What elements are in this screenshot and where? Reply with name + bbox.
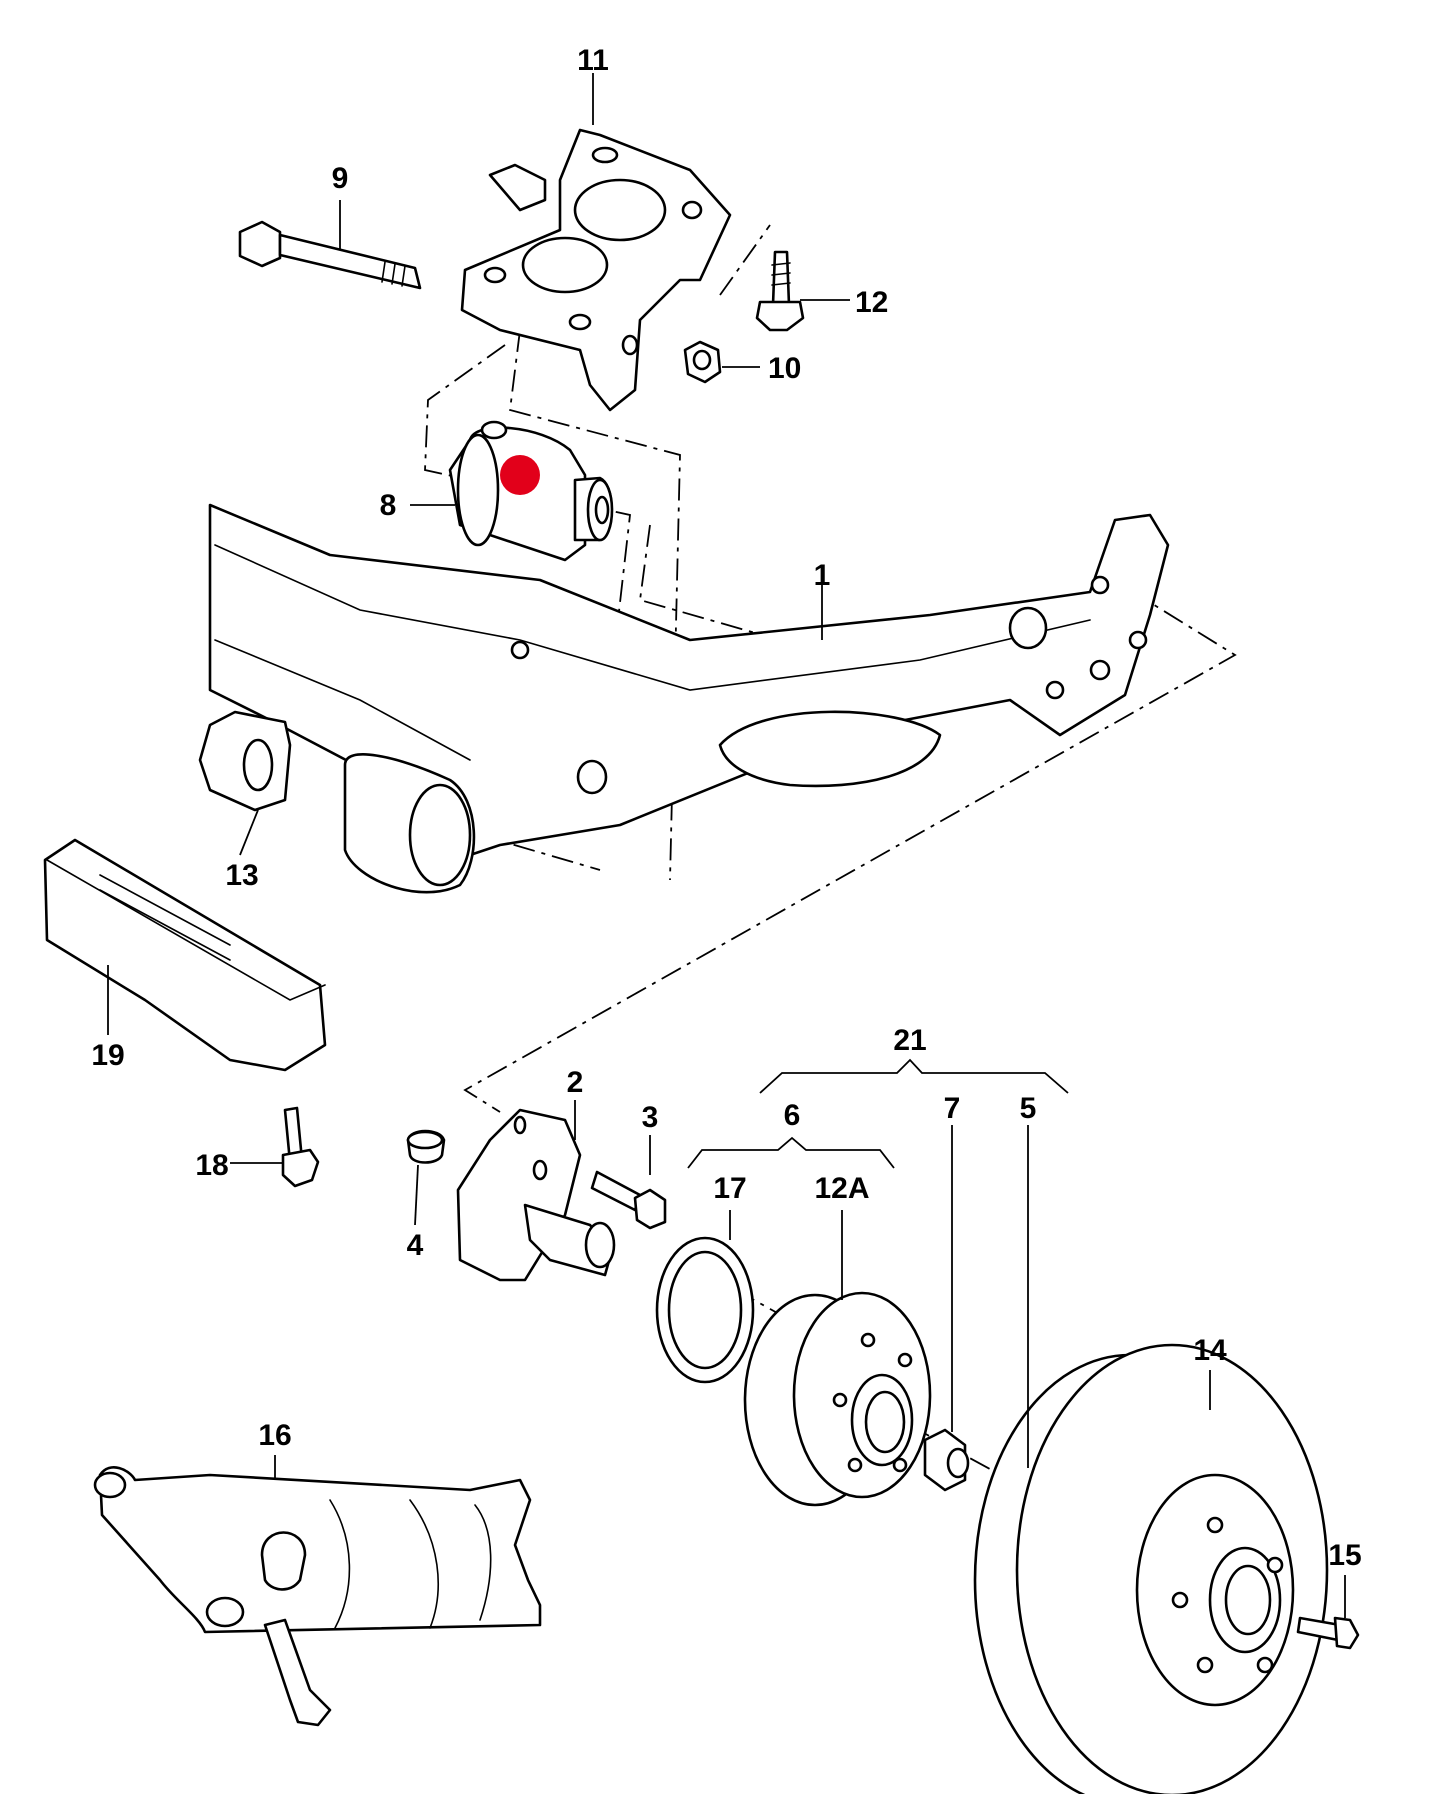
leader-lines	[107, 73, 1346, 1618]
callout-2: 2	[567, 1066, 584, 1099]
callout-16: 16	[258, 1419, 291, 1452]
callout-13: 13	[225, 859, 258, 892]
callout-10: 10	[768, 352, 801, 385]
callout-12: 12	[855, 286, 888, 319]
screw-18[interactable]	[281, 1106, 320, 1188]
callout-5: 5	[1020, 1092, 1037, 1125]
group-brackets	[687, 1058, 1069, 1169]
callout-11: 11	[577, 44, 609, 77]
rubber-block[interactable]	[43, 838, 327, 1072]
callout-17: 17	[713, 1172, 746, 1205]
callout-9: 9	[332, 162, 349, 195]
rear-axle-beam[interactable]	[208, 503, 1170, 894]
mounting-bracket[interactable]	[460, 128, 732, 412]
callout-8: 8	[380, 489, 397, 522]
bushing-small[interactable]	[406, 1129, 446, 1164]
disc-screw[interactable]	[1296, 1616, 1360, 1650]
bushing[interactable]	[448, 420, 614, 562]
callout-labels: 11 9 12 10 8 1 13 19 18 4 2 3 6 21 7 5 1…	[91, 44, 1361, 1572]
callout-21: 21	[893, 1024, 926, 1057]
stub-axle[interactable]	[456, 1108, 616, 1282]
bolt-3[interactable]	[590, 1170, 667, 1230]
callout-3: 3	[642, 1101, 659, 1134]
callout-15: 15	[1328, 1539, 1361, 1572]
callout-1: 1	[814, 559, 831, 592]
callout-4: 4	[407, 1229, 424, 1262]
callout-7: 7	[944, 1092, 961, 1125]
nut-10[interactable]	[683, 340, 722, 384]
abs-ring[interactable]	[655, 1236, 755, 1384]
buffer-cap[interactable]	[198, 710, 292, 812]
callout-19: 19	[91, 1039, 124, 1072]
bolt-12[interactable]	[755, 250, 805, 332]
dust-shield[interactable]	[93, 1466, 542, 1727]
brake-disc[interactable]	[973, 1343, 1329, 1794]
callout-6: 6	[784, 1099, 801, 1132]
highlight-marker	[500, 455, 540, 495]
hub-nut[interactable]	[923, 1428, 970, 1492]
callout-18: 18	[195, 1149, 228, 1182]
callout-12A: 12A	[814, 1172, 869, 1205]
callout-14: 14	[1193, 1334, 1227, 1367]
wheel-hub[interactable]	[743, 1291, 932, 1507]
long-bolt[interactable]	[238, 220, 422, 290]
